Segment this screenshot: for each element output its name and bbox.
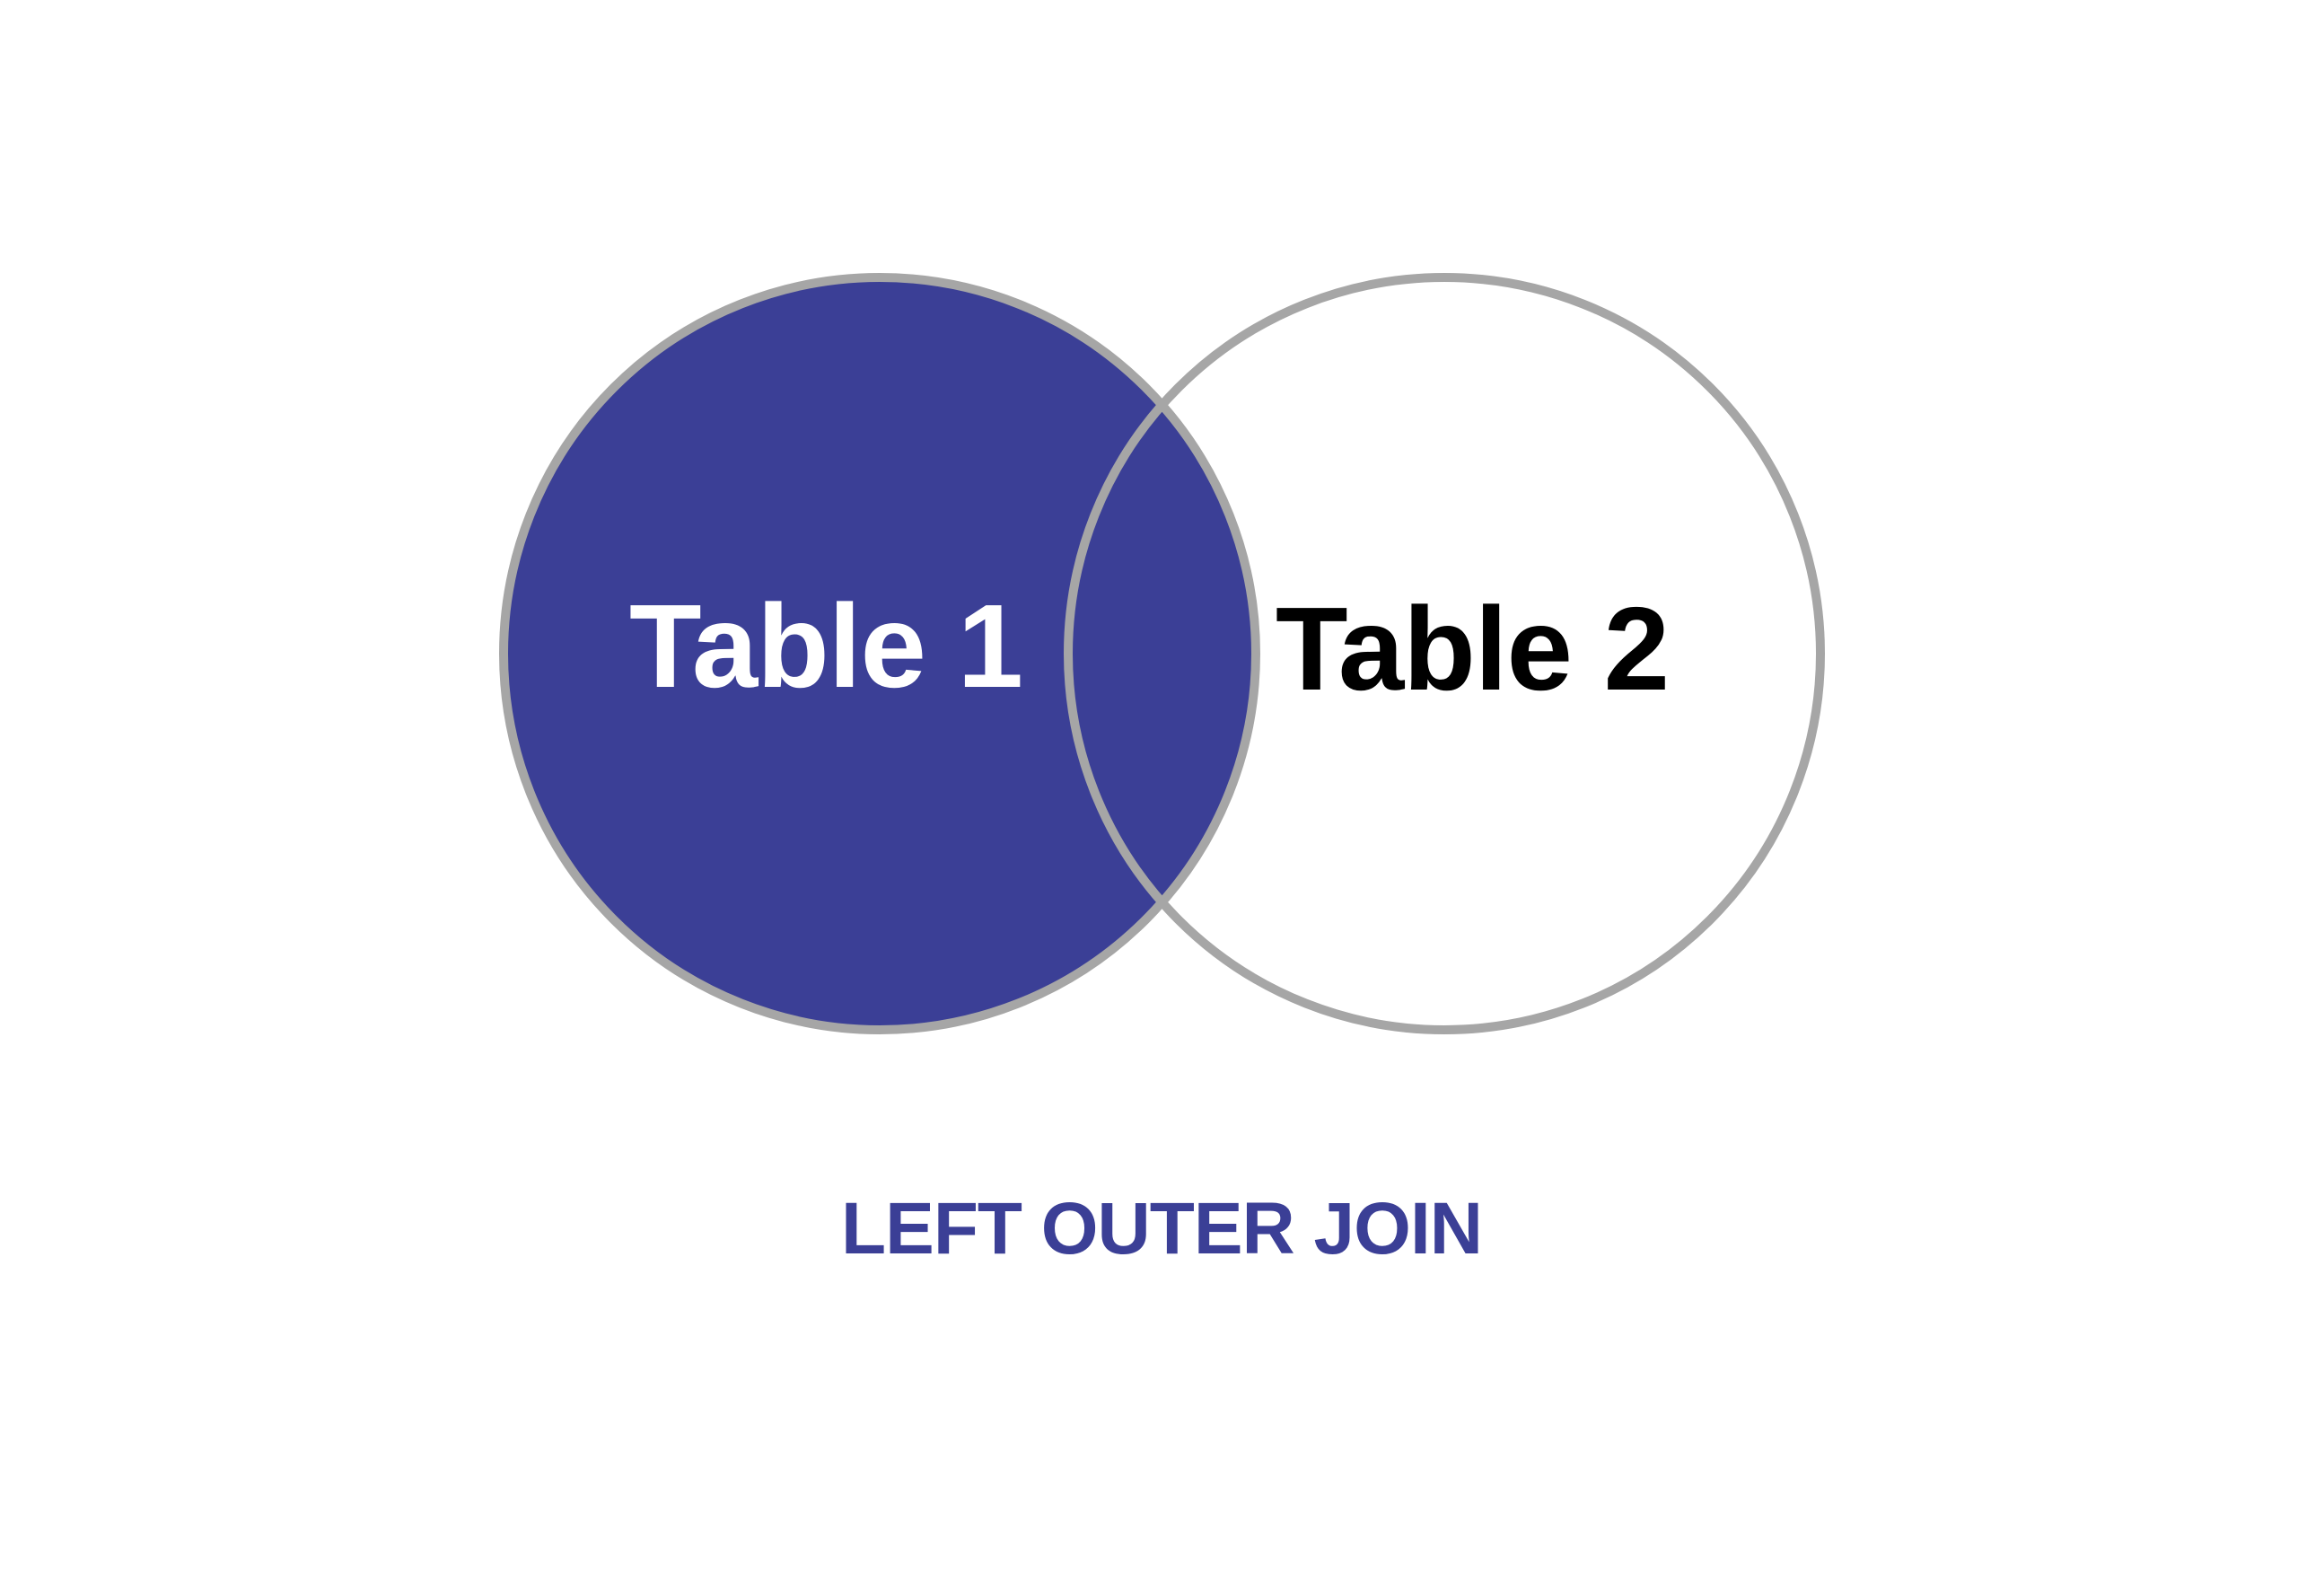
right-set-label: Table 2	[1276, 583, 1669, 715]
left-circle-fill	[504, 277, 1256, 1030]
right-circle-outline	[1064, 273, 1825, 1034]
left-circle-outline	[499, 273, 1260, 1034]
join-type-caption: LEFT OUTER JOIN	[841, 1188, 1482, 1270]
left-set-label: Table 1	[629, 580, 1022, 712]
